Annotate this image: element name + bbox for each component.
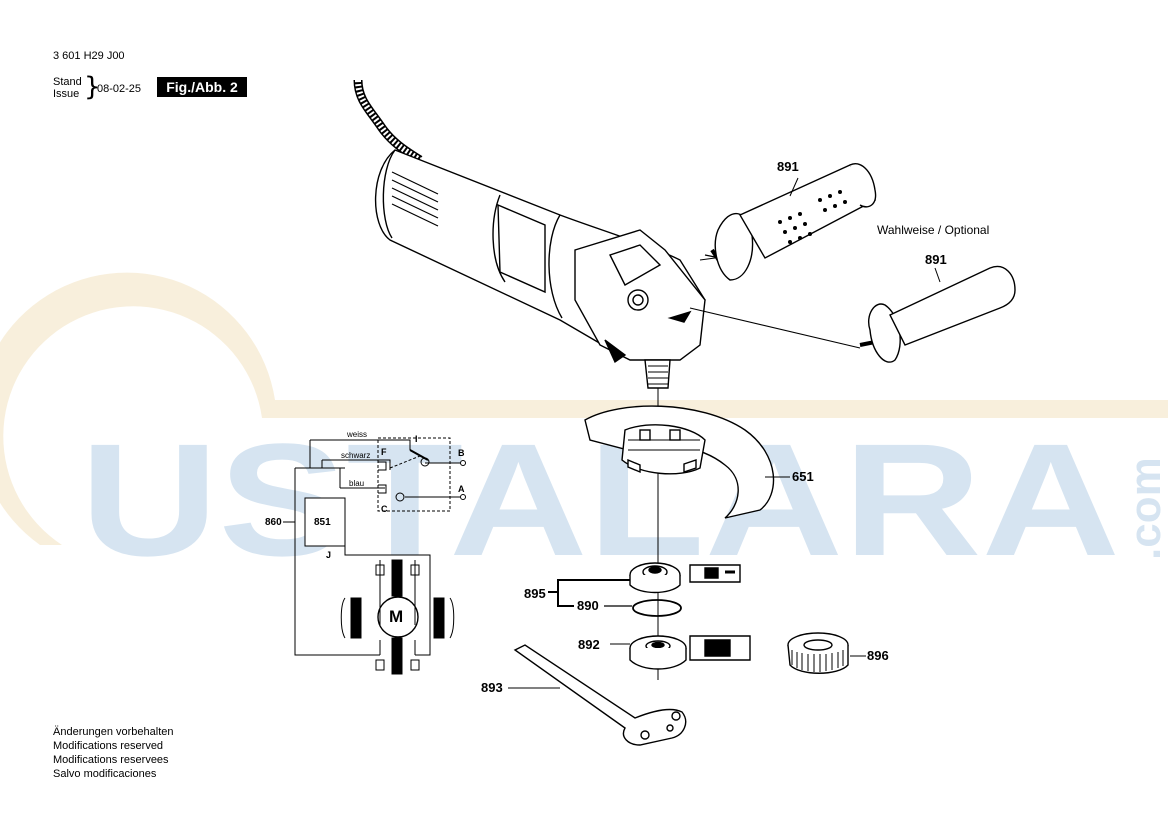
issue-date: 08-02-25 xyxy=(97,83,142,95)
handle-leaders xyxy=(689,177,941,349)
clamping-nut xyxy=(629,635,751,670)
document-number: 3 601 H29 J00 xyxy=(53,50,125,62)
notice-fr: Modifications reservees xyxy=(53,754,169,766)
terminal-C: C xyxy=(381,504,388,514)
wiring-diagram xyxy=(294,437,466,675)
notice-en: Modifications reserved xyxy=(53,740,164,752)
mounting-flange xyxy=(629,562,741,594)
callout-bracket-895 xyxy=(548,579,630,607)
issue-label: Issue xyxy=(53,88,80,100)
callout-892: 892 xyxy=(578,637,600,652)
wheel-guard xyxy=(584,405,775,519)
watermark-suffix: .com xyxy=(1121,457,1168,560)
terminal-F: F xyxy=(381,447,387,457)
terminal-A: A xyxy=(458,484,465,494)
callout-891-lower: 891 xyxy=(925,252,947,267)
terminal-J: J xyxy=(326,550,332,560)
callout-893: 893 xyxy=(481,680,503,695)
wire-label-black: schwarz xyxy=(341,451,371,460)
callout-895: 895 xyxy=(524,586,546,601)
brace-glyph: } xyxy=(84,72,101,102)
optional-note: Wahlweise / Optional xyxy=(877,223,990,237)
side-handle-optional xyxy=(859,265,1016,363)
wire-label-blue: blau xyxy=(349,479,365,488)
angle-grinder xyxy=(353,79,706,389)
modifications-notice: Änderungen vorbehalten Modifications res… xyxy=(53,725,173,781)
notice-es: Salvo modificaciones xyxy=(53,768,157,780)
notice-de: Änderungen vorbehalten xyxy=(53,726,174,738)
watermark-arc xyxy=(0,272,1168,545)
callout-860: 860 xyxy=(265,517,282,528)
o-ring xyxy=(632,599,682,617)
callout-851: 851 xyxy=(314,517,331,528)
callout-891-upper: 891 xyxy=(777,159,799,174)
terminal-I: I xyxy=(415,434,418,444)
terminal-B: B xyxy=(458,448,465,458)
figure-label: Fig./Abb. 2 xyxy=(157,77,247,97)
wire-label-white: weiss xyxy=(347,430,368,439)
side-handle-upper xyxy=(704,163,877,281)
quick-clamp-nut xyxy=(787,632,849,674)
callout-651: 651 xyxy=(792,469,814,484)
callout-890: 890 xyxy=(577,598,599,613)
stand-label: Stand xyxy=(53,76,82,88)
callout-896: 896 xyxy=(867,648,889,663)
two-pin-spanner xyxy=(513,644,687,746)
motor-label: M xyxy=(389,607,404,626)
